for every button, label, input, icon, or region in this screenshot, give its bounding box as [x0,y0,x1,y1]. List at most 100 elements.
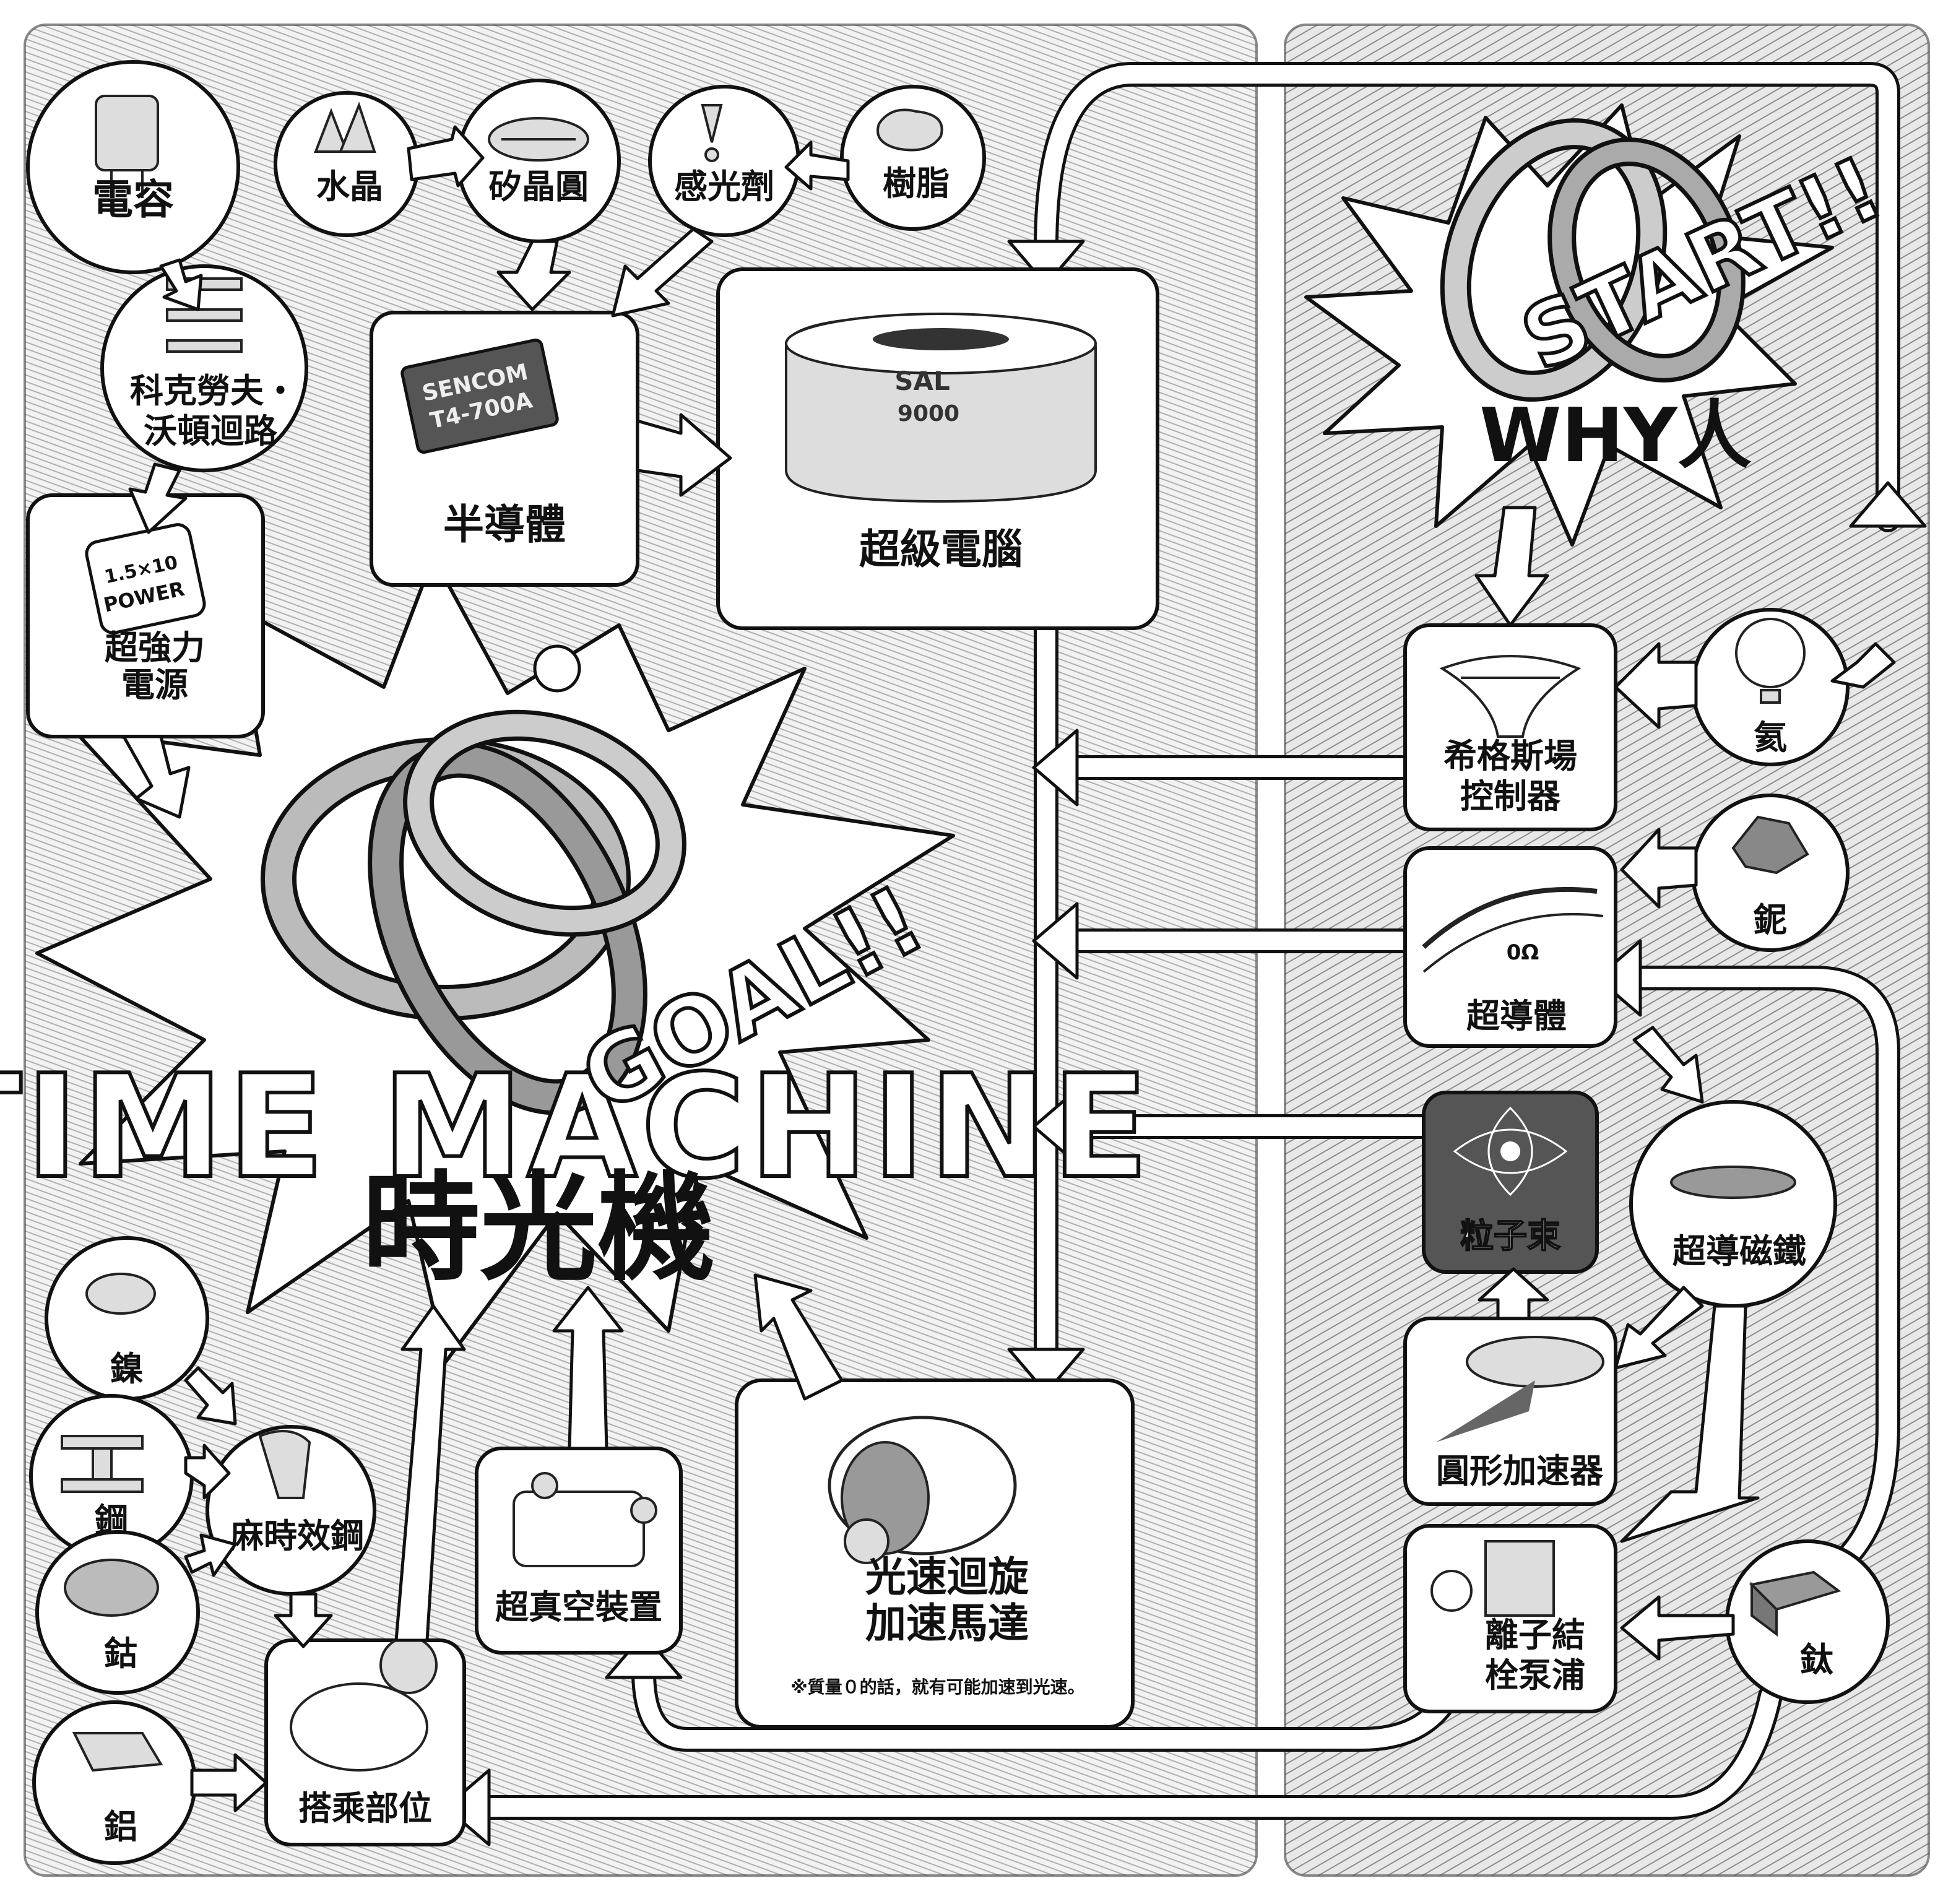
label-aluminum: 鋁 [104,1807,137,1846]
node-cockpit[interactable]: 搭乘部位 [264,1636,466,1846]
node-supercomputer[interactable]: SAL 9000 超級電腦 [716,267,1159,630]
magnet-disc-icon [1670,1166,1796,1199]
pipe-arrowheads [444,240,1927,1846]
arrow-magnet-to-cyclotron [1614,1286,1704,1370]
arrow-semiconductor-to-supercomputer [636,413,732,497]
node-cyclotron[interactable]: 圓形加速器 [1403,1317,1617,1506]
arrow-quartz-to-wafer [407,125,485,188]
node-helium[interactable]: 氦 [1691,608,1850,766]
cobalt-ore-icon [64,1559,159,1617]
node-quartz[interactable]: 水晶 [274,91,420,237]
connection-pipes [470,62,1900,1820]
steel-beam-icon [61,1435,144,1493]
label-nickel: 鎳 [110,1349,144,1388]
arrow-steel-to-maraging [184,1443,231,1500]
node-cockcroft-walton[interactable]: 科克勞夫・ 沃頓迴路 [100,264,308,472]
node-titanium[interactable]: 鈦 [1725,1539,1890,1704]
arrow-cockpit-to-burst [394,1304,466,1642]
motor-wheel-icon [828,1416,1017,1564]
why-label: WHY人 [1479,393,1752,479]
node-steel[interactable]: 鋼 [29,1394,194,1559]
node-sc-magnet[interactable]: 超導磁鐵 [1629,1100,1837,1308]
node-power-source[interactable]: 1.5×10 POWER 超強力 電源 [26,493,265,738]
supercomputer-text-line2: 9000 [898,401,959,426]
left-arrows [122,125,850,1812]
arrow-resin-to-photoresist [784,141,850,191]
arrow-magnet-to-ion-pump [1620,1304,1760,1543]
node-capacitor[interactable]: 電容 [26,60,240,274]
arrow-maraging-to-cockpit [274,1592,333,1648]
capacitor-icon [95,95,159,198]
quartz-crystal-icon [314,102,376,153]
arrow-vacuum-to-burst [552,1286,624,1450]
cockpit-pod-icon [290,1636,438,1772]
time-machine-en-label: TIME MACHINE [0,1045,1153,1210]
label-higgs-line1: 希格斯場 [1443,737,1577,776]
node-photoresist[interactable]: 感光劑 [648,85,800,237]
arrow-cockcroft-to-power [128,462,188,534]
superconductor-ring-icon [1422,886,1604,973]
arrow-cobalt-to-maraging [184,1533,237,1577]
start-ring-icon [1440,118,1746,402]
node-ion-pump[interactable]: 離子結 栓泵浦 [1403,1524,1617,1713]
resin-icon [876,108,943,152]
node-particle-beam[interactable]: 粒子束 [1422,1091,1599,1274]
nickel-nugget-icon [85,1273,156,1315]
label-maraging-steel: 麻時效鋼 [230,1517,364,1556]
label-resin: 樹脂 [883,164,950,203]
pump-icon [1430,1540,1555,1617]
aluminum-foil-icon [72,1732,163,1772]
label-power-line1: 超強力 [105,628,205,667]
node-nickel[interactable]: 鎳 [45,1236,209,1401]
node-resin[interactable]: 樹脂 [840,85,986,231]
label-photoresist: 感光劑 [674,167,774,206]
arrow-wafer-to-semiconductor [496,240,571,311]
bone-steel-icon [258,1430,311,1499]
arrow-aluminum-to-cockpit [190,1753,268,1812]
label-ultra-vacuum: 超真空裝置 [495,1588,662,1627]
node-superconductor[interactable]: 0Ω 超導體 [1403,846,1617,1048]
label-superconductor: 超導體 [1466,997,1567,1036]
label-supercomputer: 超級電腦 [859,526,1023,573]
node-lightspeed-motor[interactable]: 光速迴旋 加速馬達 ※質量０的話，就有可能加速到光速。 [735,1378,1135,1729]
label-capacitor: 電容 [92,176,174,223]
arrow-why-to-higgs [1474,506,1549,627]
label-ion-pump-line2: 栓泵浦 [1485,1656,1585,1695]
label-ion-pump-line1: 離子結 [1485,1616,1585,1655]
supercomputer-text-line1: SAL [894,366,950,396]
label-quartz: 水晶 [316,167,383,206]
supercomputer-icon [785,313,1097,503]
higgs-funnel-icon [1439,655,1582,738]
balloon-icon [1735,618,1806,704]
arrow-nickel-to-maraging [184,1366,237,1426]
time-machine-knot-icon [261,644,686,1115]
arrow-capacitor-to-cockcroft [159,258,203,311]
node-maraging-steel[interactable]: 麻時效鋼 [206,1425,376,1596]
particle-burst-icon [1453,1106,1568,1196]
label-higgs-line2: 控制器 [1460,777,1561,816]
niobium-crystal-icon [1731,815,1809,875]
node-wafer[interactable]: 矽晶圓 [456,79,621,243]
node-semiconductor[interactable]: SENCOM T4-700A 半導體 [370,311,639,587]
node-aluminum[interactable]: 鋁 [32,1700,197,1865]
label-particle-beam: 粒子束 [1460,1216,1560,1255]
label-helium: 氦 [1754,718,1787,757]
label-cyclotron: 圓形加速器 [1436,1452,1604,1491]
node-cobalt[interactable]: 鈷 [35,1530,200,1695]
right-arrows [1474,506,1896,1661]
wafer-icon [488,117,589,162]
titanium-block-icon [1749,1570,1841,1637]
label-cockcroft-line2: 沃頓迴路 [144,412,278,451]
label-niobium: 鈮 [1753,901,1787,940]
label-cobalt: 鈷 [104,1634,137,1673]
node-higgs-controller[interactable]: 希格斯場 控制器 [1403,623,1617,831]
node-ultra-vacuum[interactable]: 超真空裝置 [475,1447,683,1655]
node-niobium[interactable]: 鈮 [1691,794,1850,952]
label-motor-line2: 加速馬達 [865,1599,1029,1647]
accelerator-icon [1436,1336,1604,1442]
vacuum-tank-icon [513,1472,657,1567]
label-cockpit: 搭乘部位 [298,1789,432,1828]
label-semiconductor: 半導體 [443,501,566,548]
arrowhead-into-supercomputer [1007,240,1085,287]
